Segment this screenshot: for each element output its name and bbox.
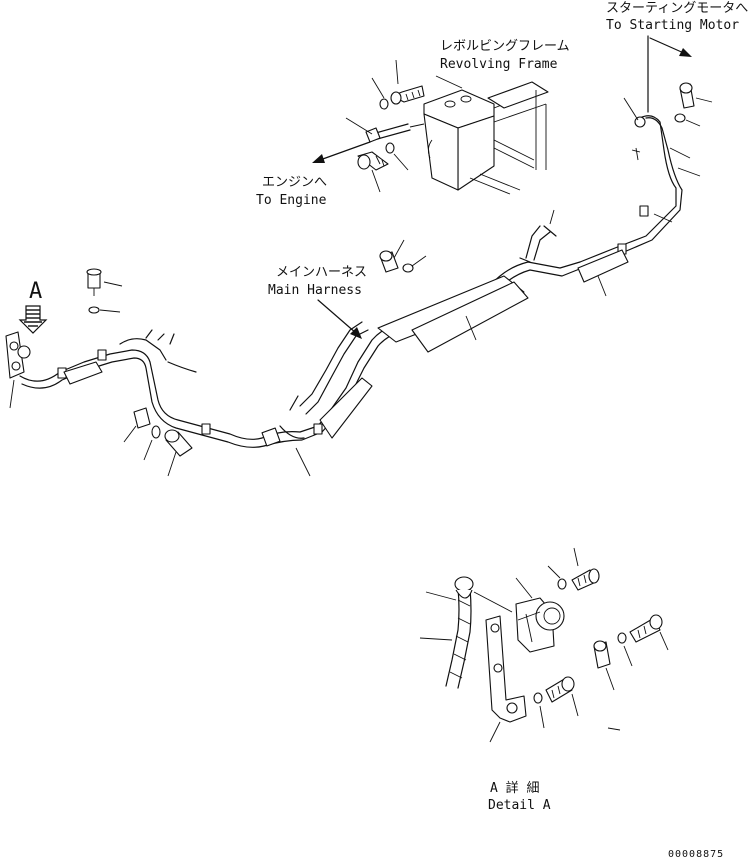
leader-line xyxy=(99,309,121,313)
to-engine-label-en: To Engine xyxy=(256,193,327,208)
frame-bolt-lower xyxy=(357,151,389,171)
main-harness-label-en: Main Harness xyxy=(268,283,362,298)
center-washer xyxy=(402,263,414,273)
detail-a-spacer xyxy=(593,640,611,669)
leader-line xyxy=(571,693,579,717)
leader-line xyxy=(9,379,15,409)
harness-tag xyxy=(319,377,373,439)
to-engine-label-jp: エンジンへ xyxy=(262,175,327,190)
leader-line xyxy=(607,727,621,731)
lower-washer xyxy=(151,425,161,439)
leader-line xyxy=(547,565,561,579)
detail-a-cable xyxy=(445,576,474,689)
drawing-number: 00008875 xyxy=(668,849,724,860)
leader-line xyxy=(345,117,373,135)
leader-line xyxy=(435,75,463,89)
to-starting-motor-arrow xyxy=(649,37,692,57)
leader-line xyxy=(425,591,457,601)
detail-a-bolt-lower xyxy=(545,676,575,703)
left-bracket xyxy=(5,331,31,379)
motor-bolt xyxy=(679,82,695,109)
leader-line xyxy=(677,167,701,177)
leader-line xyxy=(465,315,477,341)
leader-line xyxy=(695,97,713,103)
view-a-arrow xyxy=(18,305,48,334)
leader-line xyxy=(393,239,405,259)
detail-a-bracket xyxy=(485,615,527,723)
leader-line xyxy=(395,59,399,85)
detail-a-label-en: Detail A xyxy=(488,798,551,813)
main-harness-leader-arrow xyxy=(317,299,362,339)
center-bolt xyxy=(379,250,399,273)
harness-tag xyxy=(411,281,529,353)
detail-a-washer-lower xyxy=(533,692,543,704)
leader-line xyxy=(549,209,555,225)
revolving-frame-bracket xyxy=(423,81,549,195)
leader-line xyxy=(659,631,669,651)
leader-line xyxy=(473,591,513,613)
starting-motor-cable xyxy=(579,35,683,269)
harness-tag xyxy=(577,249,629,283)
to-starting-motor-label-en: To Starting Motor xyxy=(606,18,739,33)
leader-line xyxy=(515,577,533,599)
to-engine-arrow xyxy=(312,141,371,163)
frame-bolt-upper xyxy=(390,85,425,105)
leader-line xyxy=(411,255,427,267)
main-harness-label-jp: メインハーネス xyxy=(276,265,367,280)
main-harness xyxy=(19,205,649,448)
leader-line xyxy=(597,275,607,297)
lower-bolt xyxy=(164,429,193,457)
leader-line xyxy=(295,447,311,477)
left-bolt xyxy=(86,268,102,296)
leader-line xyxy=(623,97,639,121)
leader-line xyxy=(573,547,579,567)
detail-a-bolt-right xyxy=(629,614,663,643)
detail-a-washer-right xyxy=(617,632,627,644)
leader-line xyxy=(653,213,673,223)
leader-line xyxy=(605,667,615,691)
leader-line xyxy=(539,705,545,729)
leader-line xyxy=(489,721,501,743)
detail-a-label-jp: A 詳 細 xyxy=(490,780,539,796)
leader-line xyxy=(143,439,153,461)
leader-line xyxy=(419,637,453,641)
lower-clip xyxy=(133,407,151,429)
frame-washer-upper xyxy=(379,98,389,110)
left-washer xyxy=(88,306,100,314)
leader-line xyxy=(685,119,701,127)
leader-line xyxy=(103,281,123,287)
detail-a-connector xyxy=(515,597,565,653)
harness-tag xyxy=(377,275,525,343)
motor-washer xyxy=(674,113,686,123)
engine-cable-connector xyxy=(365,123,425,143)
leader-line xyxy=(167,451,177,477)
revolving-frame-label-en: Revolving Frame xyxy=(440,57,558,72)
leader-line xyxy=(371,169,381,193)
leader-line xyxy=(623,645,633,667)
detail-a-bolt-upper xyxy=(571,568,600,591)
view-a-label: A xyxy=(29,279,42,304)
revolving-frame-label-jp: レボルビングフレーム xyxy=(440,39,570,54)
leader-line xyxy=(123,425,137,443)
leader-line xyxy=(393,153,409,171)
frame-washer-lower xyxy=(385,142,395,154)
detail-a-washer-upper xyxy=(557,578,567,590)
leader-line xyxy=(669,147,691,159)
leader-line xyxy=(371,77,385,99)
harness-tag xyxy=(63,361,103,385)
to-starting-motor-label-jp: スターティングモータへ xyxy=(606,1,748,16)
